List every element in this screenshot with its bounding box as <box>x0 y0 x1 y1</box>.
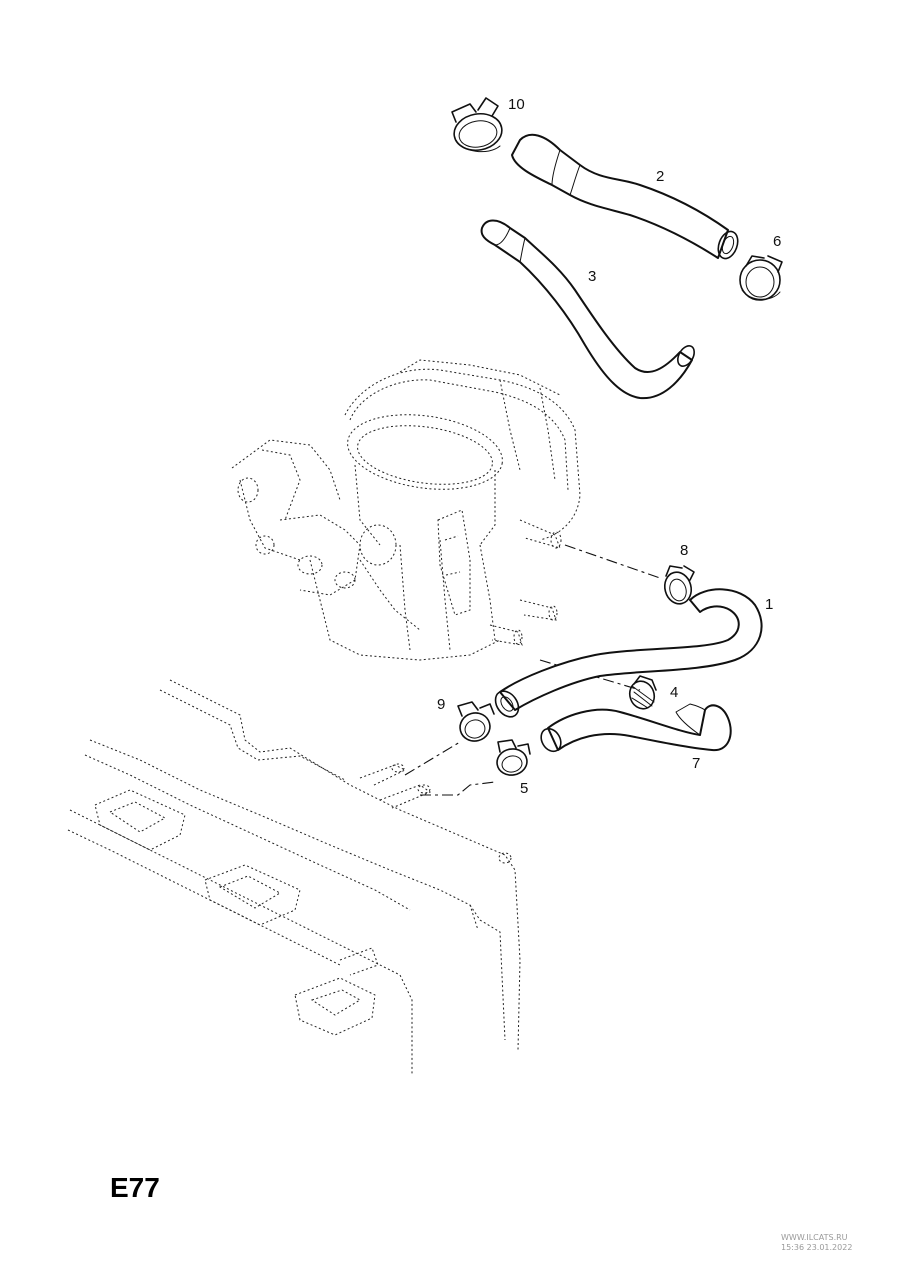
clamp-part-4[interactable] <box>626 675 658 712</box>
callout-10[interactable]: 10 <box>508 96 525 113</box>
watermark: WWW.ILCATS.RU 15:36 23.01.2022 <box>781 1233 852 1252</box>
figure-code: E77 <box>110 1172 160 1203</box>
hose-part-7[interactable] <box>537 703 732 755</box>
hose-part-3[interactable] <box>480 219 698 400</box>
radiator-assembly <box>67 679 521 1075</box>
callout-8[interactable]: 8 <box>680 542 688 559</box>
callout-4[interactable]: 4 <box>670 684 678 701</box>
clamp-part-10[interactable] <box>451 97 505 154</box>
callout-labels: 1 2 3 4 5 6 7 8 9 10 <box>437 96 781 797</box>
callout-5[interactable]: 5 <box>520 780 528 797</box>
clamp-part-6[interactable] <box>739 255 783 301</box>
callout-3[interactable]: 3 <box>588 268 596 285</box>
callout-1[interactable]: 1 <box>765 596 773 613</box>
throttle-body <box>231 359 581 661</box>
clamp-part-9[interactable] <box>457 701 495 744</box>
clamp-part-5[interactable] <box>495 739 531 777</box>
clamp-part-8[interactable] <box>661 565 695 607</box>
callout-6[interactable]: 6 <box>773 233 781 250</box>
watermark-line-2: 15:36 23.01.2022 <box>781 1243 852 1252</box>
callout-9[interactable]: 9 <box>437 696 445 713</box>
hose-part-2[interactable] <box>511 133 741 261</box>
watermark-line-1: WWW.ILCATS.RU <box>781 1233 848 1242</box>
callout-7[interactable]: 7 <box>692 755 700 772</box>
hose-part-1[interactable] <box>491 588 763 721</box>
callout-2[interactable]: 2 <box>656 168 664 185</box>
